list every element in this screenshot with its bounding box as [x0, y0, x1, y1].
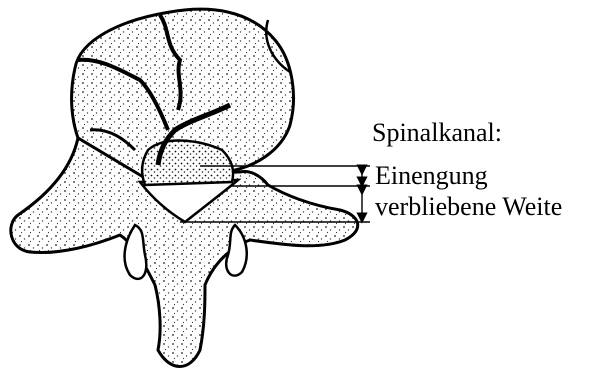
- narrowing-label: Einengung: [375, 163, 488, 189]
- remaining-width-label: verbliebene Weite: [375, 194, 562, 220]
- spinal-canal-label: Spinalkanal:: [372, 120, 502, 146]
